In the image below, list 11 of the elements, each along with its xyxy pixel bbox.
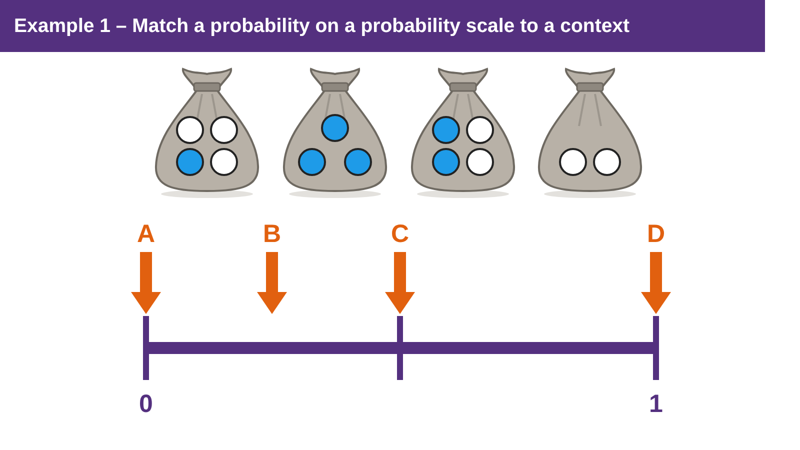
scale-label: 1 (648, 390, 664, 419)
title: Example 1 – Match a probability on a probability scale to a context (14, 14, 630, 38)
point-label: B (254, 216, 290, 252)
point-label: D (638, 216, 674, 252)
point-label: A (128, 216, 164, 252)
point-label: C (382, 216, 418, 252)
down-arrow (385, 252, 415, 314)
down-arrow (641, 252, 671, 314)
down-arrow (131, 252, 161, 314)
scale-label: 0 (138, 390, 154, 419)
down-arrow (257, 252, 287, 314)
